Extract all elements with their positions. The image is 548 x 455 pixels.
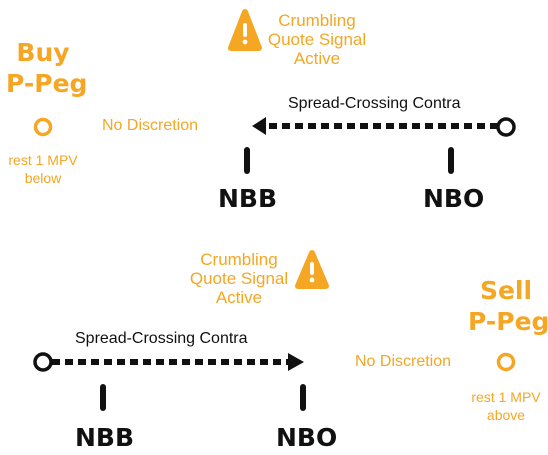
rest-line-2: above — [486, 407, 526, 423]
buy-label: Buy — [16, 38, 70, 67]
sell-peg-circle — [496, 352, 516, 372]
crumbling-signal-label-top: Crumbling Quote Signal Active — [262, 11, 372, 68]
arrowhead-right — [288, 353, 304, 371]
buy-peg-title: Buy P-Peg — [6, 37, 88, 99]
rest-line-1: rest 1 MPV — [8, 152, 78, 168]
contra-origin-circle-top — [496, 117, 516, 137]
rest-line-2: below — [24, 170, 62, 186]
p-peg-label: P-Peg — [6, 69, 88, 98]
spread-crossing-contra-label-top: Spread-Crossing Contra — [288, 95, 461, 112]
no-discretion-label-top: No Discretion — [102, 117, 199, 134]
nbo-label-bottom: NBO — [276, 423, 338, 452]
buy-peg-circle — [33, 117, 53, 137]
contra-origin-circle-bottom — [33, 352, 53, 372]
nbo-tick-bottom — [300, 384, 306, 411]
nbb-tick-bottom — [100, 384, 106, 411]
sell-label: Sell — [479, 276, 533, 305]
signal-line-1: Crumbling — [200, 250, 278, 269]
p-peg-label: P-Peg — [468, 307, 548, 336]
signal-line-2: Quote Signal — [189, 269, 289, 288]
rest-above-label: rest 1 MPV above — [464, 388, 548, 424]
signal-line-2: Quote Signal — [267, 30, 367, 49]
signal-line-3: Active — [215, 288, 263, 307]
crumbling-signal-label-bottom: Crumbling Quote Signal Active — [184, 250, 294, 307]
rest-line-1: rest 1 MPV — [471, 389, 541, 405]
signal-line-1: Crumbling — [278, 11, 356, 30]
nbb-label-top: NBB — [218, 184, 278, 213]
nbb-label-bottom: NBB — [75, 423, 135, 452]
nbo-tick-top — [448, 147, 454, 174]
warning-icon — [295, 250, 329, 289]
arrowhead-left — [252, 117, 266, 135]
nbb-tick-top — [244, 147, 250, 174]
no-discretion-label-bottom: No Discretion — [355, 353, 452, 370]
signal-line-3: Active — [293, 49, 341, 68]
warning-icon — [228, 9, 262, 51]
rest-below-label: rest 1 MPV below — [2, 151, 84, 187]
nbo-label-top: NBO — [423, 184, 485, 213]
spread-crossing-contra-label-bottom: Spread-Crossing Contra — [75, 330, 248, 347]
sell-peg-title: Sell P-Peg — [468, 275, 548, 337]
